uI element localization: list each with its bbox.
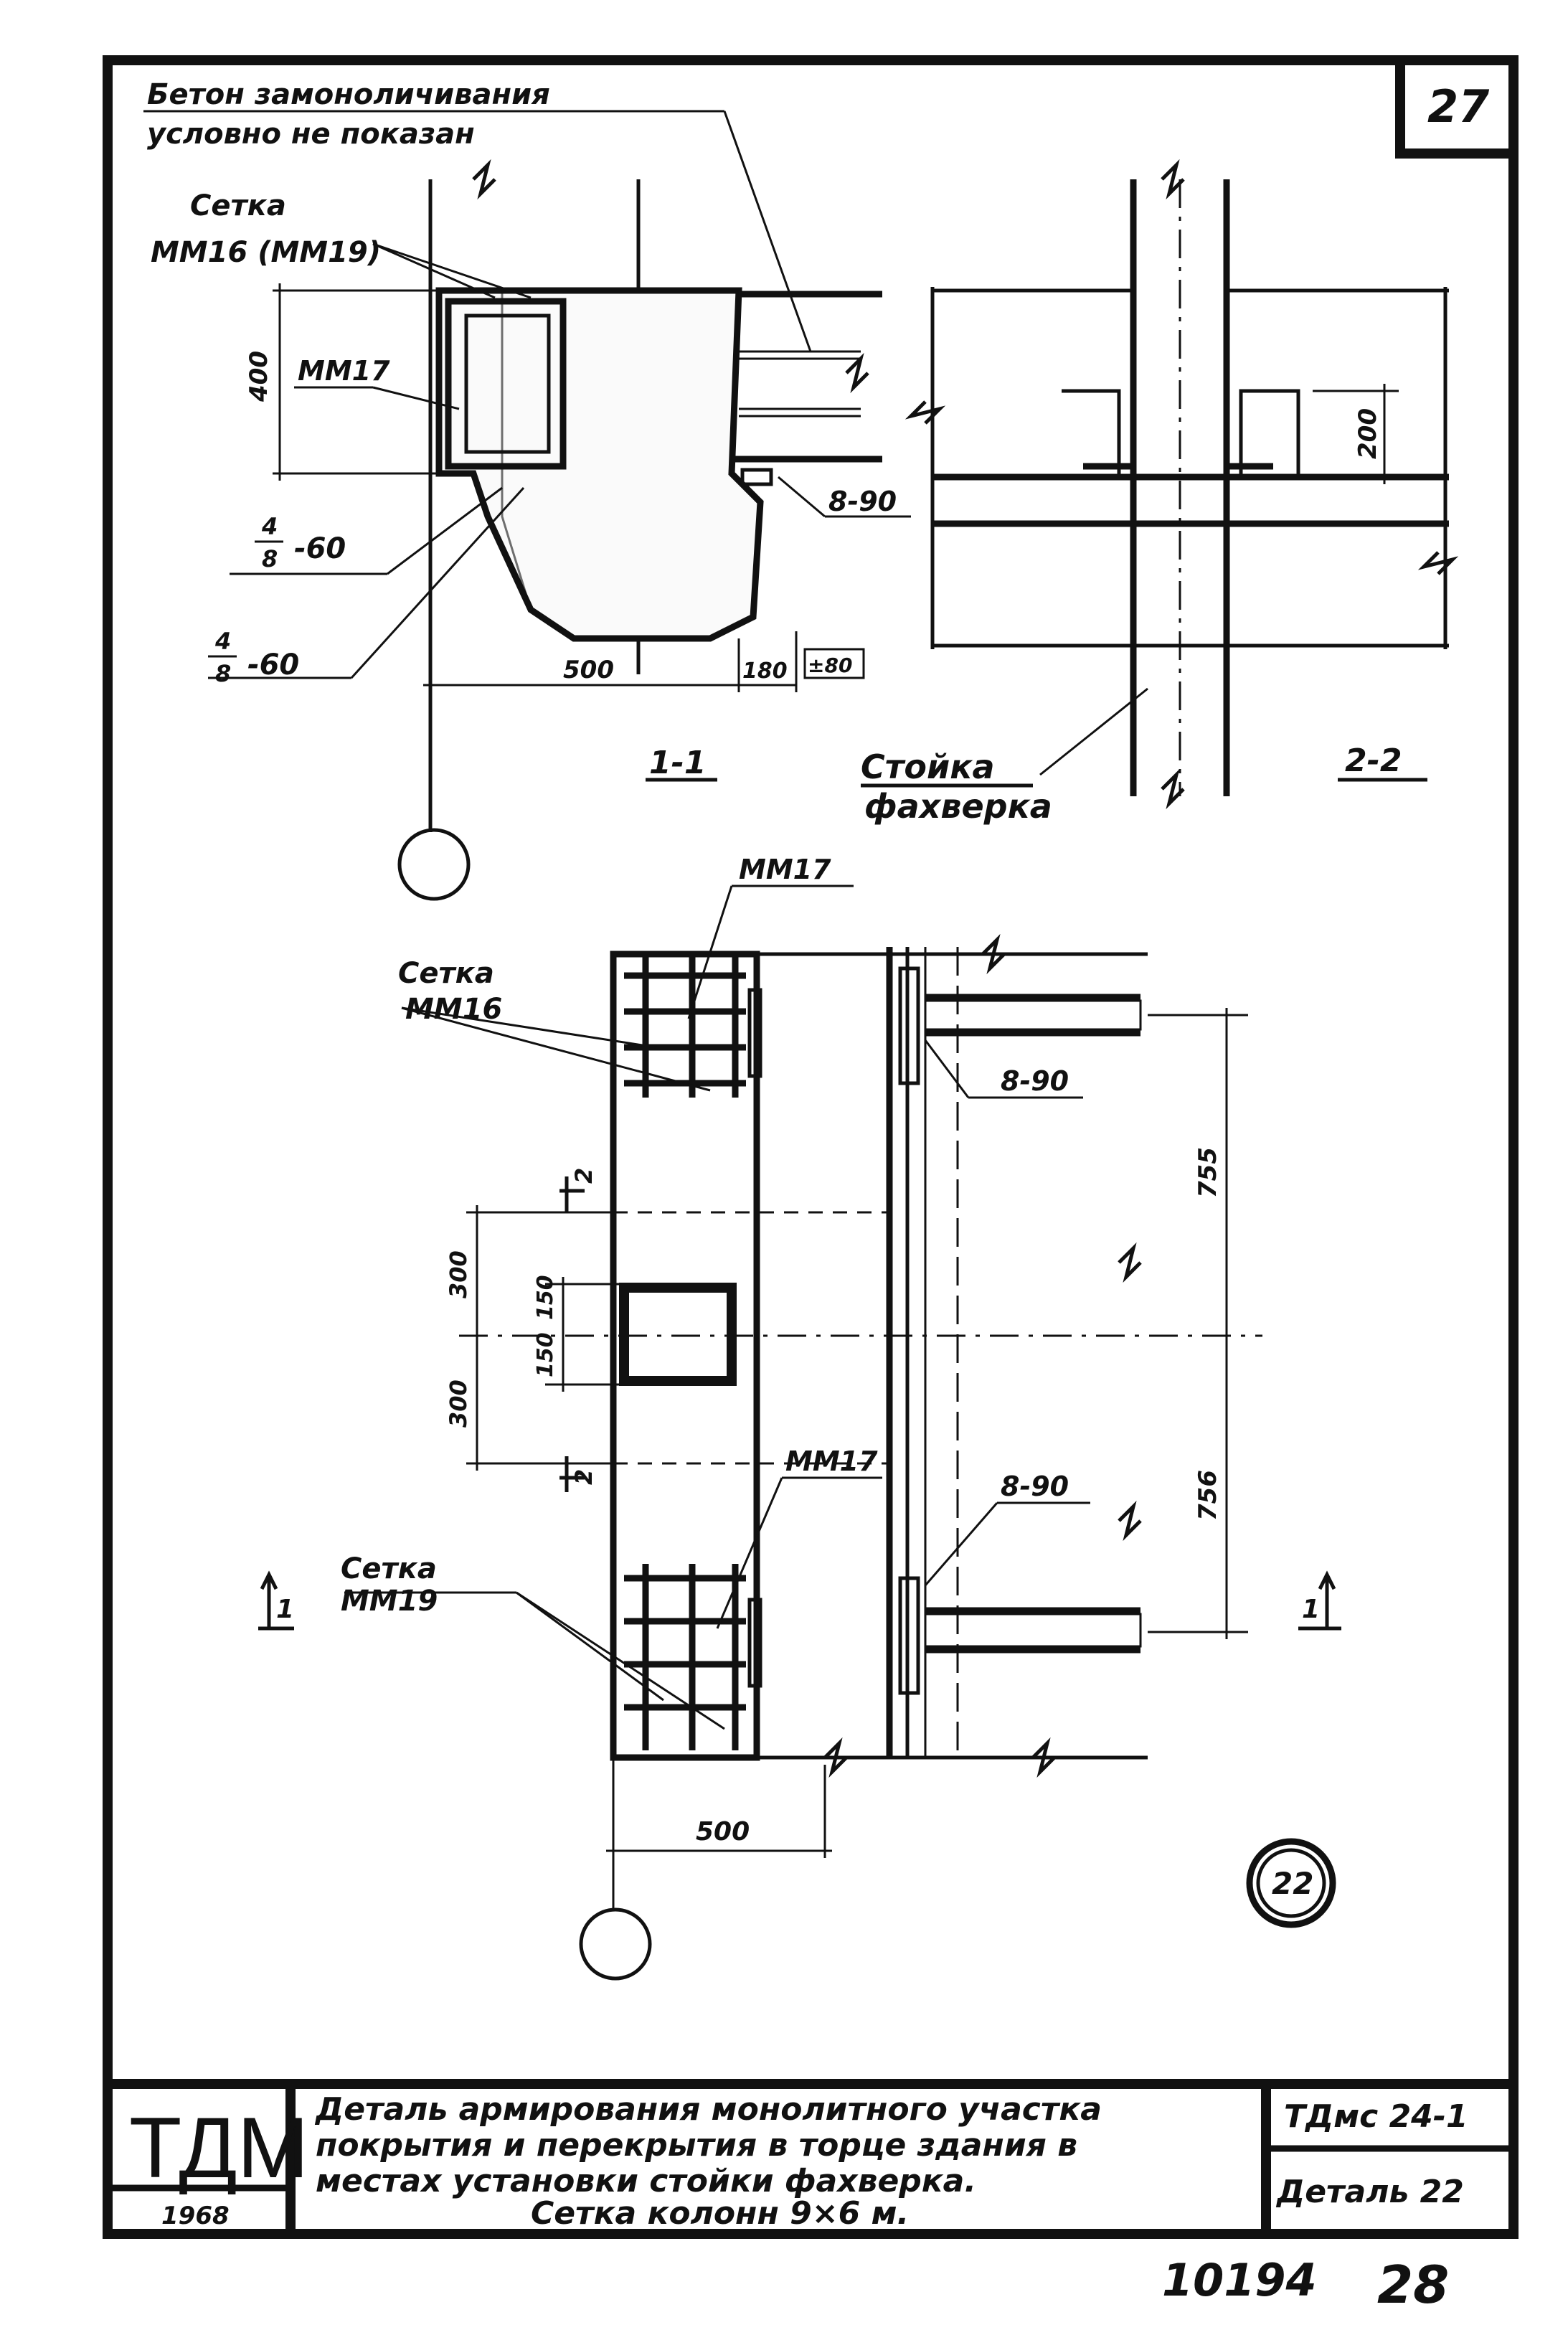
title-desc-line4: Сетка колонн 9×6 м. — [531, 2195, 909, 2232]
section-1-1: 400 500 180 ±80 — [143, 110, 911, 901]
sheet-number: 27 — [1427, 80, 1490, 133]
frac1-bottom: 8 — [262, 545, 278, 572]
mesh-top-label2: ММ16 (ММ19) — [151, 236, 381, 269]
detail-bubble-outer — [1246, 1838, 1336, 1928]
dim-300-top: 300 — [445, 1250, 472, 1298]
plan-view: 300 300 150 150 755 756 500 — [258, 885, 1341, 1981]
frac1-top: 4 — [261, 513, 278, 540]
b90-plan-top-label: 8-90 — [1001, 1065, 1069, 1097]
title-logo: ТДМ — [129, 2100, 309, 2196]
mm17-plan-bottom-label: ММ17 — [785, 1445, 878, 1477]
mm17-left-label: ММ17 — [298, 355, 390, 387]
mesh-mm16-label2: ММ16 — [405, 993, 502, 1026]
mm17-plan-top-label: ММ17 — [739, 854, 831, 885]
steel-box — [445, 298, 567, 470]
axis-bubble-top — [397, 828, 471, 901]
cut-mark-left: 1 — [276, 1595, 294, 1624]
dim-500-section: 500 — [563, 656, 614, 684]
detail-number: 22 — [1272, 1866, 1313, 1901]
detail-bubble-inner — [1256, 1848, 1326, 1918]
section-1-1-label: 1-1 — [649, 745, 707, 781]
dim-180: 180 — [742, 659, 788, 684]
b90-top-label: 8-90 — [828, 486, 897, 517]
plan-steel-box — [619, 1283, 737, 1386]
title-desc-line3: местах установки стойки фахверка. — [316, 2163, 976, 2199]
cut-mark-2-bottom: 2 — [570, 1469, 598, 1485]
concrete-note-line2: условно не показан — [147, 118, 475, 151]
inventory-number: 10194 — [1162, 2254, 1317, 2306]
dim-500-plan: 500 — [696, 1817, 750, 1846]
dim-200: 200 — [1354, 408, 1382, 459]
mesh-mm16-label1: Сетка — [398, 957, 494, 990]
frac2-bottom: 8 — [215, 660, 231, 687]
title-detail: Деталь 22 — [1275, 2174, 1464, 2210]
sheet-number-box — [1395, 55, 1519, 159]
dim-755-bottom: 756 — [1194, 1470, 1222, 1521]
dim-level: ±80 — [808, 654, 852, 677]
sheet-frame — [103, 55, 1519, 2239]
dim-755-top: 755 — [1194, 1147, 1222, 1198]
mesh-mm19-label2: ММ19 — [341, 1585, 438, 1618]
b90-plan-bottom-label: 8-90 — [1001, 1471, 1069, 1502]
cut-mark-right: 1 — [1302, 1595, 1320, 1624]
dim-300-bottom: 300 — [445, 1379, 472, 1428]
bottom-sheet-number: 28 — [1377, 2255, 1449, 2315]
dim-150-top: 150 — [533, 1275, 558, 1320]
title-desc-line1: Деталь армирования монолитного участка — [314, 2091, 1102, 2128]
frac2-value: -60 — [247, 648, 299, 681]
concrete-note-line1: Бетон замоноличивания — [147, 78, 550, 111]
cut-mark-2-top: 2 — [570, 1168, 598, 1184]
stand-label2: фахверка — [864, 787, 1052, 826]
title-code: ТДмс 24-1 — [1284, 2098, 1468, 2135]
frac1-value: -60 — [294, 532, 346, 565]
title-desc-line2: покрытия и перекрытия в торце здания в — [316, 2127, 1077, 2164]
mesh-mm19-label1: Сетка — [341, 1552, 437, 1585]
frac2-top: 4 — [214, 628, 231, 655]
axis-bubble-bottom — [579, 1907, 652, 1981]
stand-label1: Стойка — [861, 747, 995, 786]
mesh-top-label1: Сетка — [190, 189, 286, 222]
dim-150-bottom: 150 — [533, 1332, 558, 1377]
title-year: 1968 — [161, 2202, 230, 2230]
section-2-2-label: 2-2 — [1345, 742, 1402, 779]
section-2-2: 200 — [905, 159, 1459, 810]
dim-400: 400 — [245, 351, 273, 402]
title-block — [108, 2079, 1513, 2234]
